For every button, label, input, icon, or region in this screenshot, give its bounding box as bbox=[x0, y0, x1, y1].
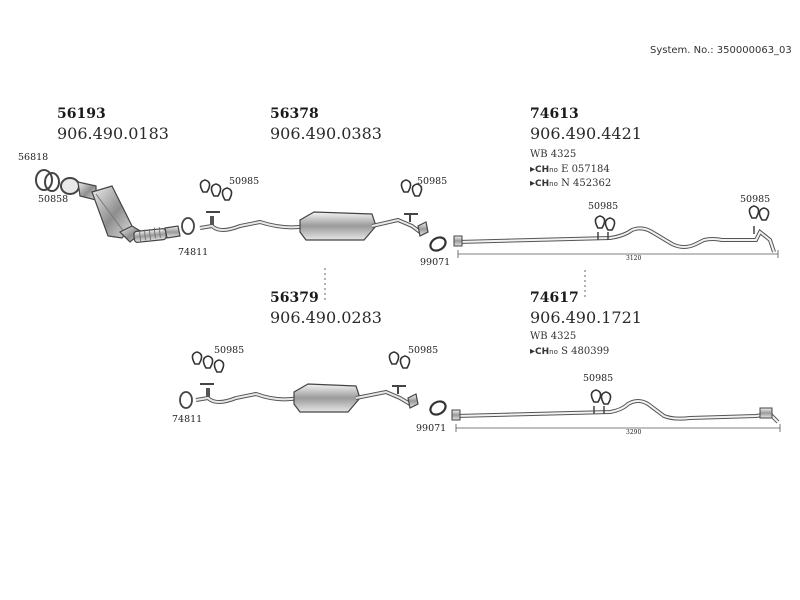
part-label-56818: 56818 bbox=[18, 152, 49, 163]
ch-no-label: no bbox=[549, 348, 558, 356]
oem-number-74613: 906.490.4421 bbox=[530, 124, 642, 143]
ch-label: CH bbox=[535, 179, 550, 189]
part-number-74617: 74617 bbox=[530, 290, 579, 306]
ch-value: E 057184 bbox=[561, 164, 610, 175]
dimension-3290: 3290 bbox=[626, 429, 642, 436]
ch-note-74613-1: ▸CHno E 057184 bbox=[530, 164, 610, 175]
part-number-56378: 56378 bbox=[270, 106, 319, 122]
middle-silencer-56379 bbox=[179, 351, 447, 416]
ch-note-74617-1: ▸CHno S 480399 bbox=[530, 346, 610, 357]
part-label-50985-bottom-right: 50985 bbox=[408, 345, 439, 356]
part-label-50985-tail-right: 50985 bbox=[740, 194, 771, 205]
wb-74613: WB 4325 bbox=[530, 149, 577, 160]
ch-note-74613-2: ▸CHno N 452362 bbox=[530, 178, 612, 189]
ch-label: CH bbox=[535, 347, 550, 357]
part-label-50985-tail-left: 50985 bbox=[588, 201, 619, 212]
part-label-50858: 50858 bbox=[38, 194, 69, 205]
part-number-56193: 56193 bbox=[57, 106, 106, 122]
system-number: System. No.: 350000063_03 bbox=[650, 45, 792, 56]
oem-number-56193: 906.490.0183 bbox=[57, 124, 169, 143]
part-label-50985-bottom-left: 50985 bbox=[214, 345, 245, 356]
part-number-74613: 74613 bbox=[530, 106, 579, 122]
part-label-74811-bottom: 74811 bbox=[172, 414, 203, 425]
dimension-3120: 3120 bbox=[626, 255, 642, 262]
ch-value: S 480399 bbox=[561, 346, 610, 357]
ch-no-label: no bbox=[549, 180, 558, 188]
part-label-99071-top: 99071 bbox=[420, 257, 451, 268]
ch-value: N 452362 bbox=[561, 178, 612, 189]
ch-label: CH bbox=[535, 165, 550, 175]
tail-pipe-74617 bbox=[451, 389, 781, 432]
part-label-99071-bottom: 99071 bbox=[416, 423, 447, 434]
ch-no-label: no bbox=[549, 166, 558, 174]
part-number-56379: 56379 bbox=[270, 290, 319, 306]
tail-pipe-74613 bbox=[453, 205, 779, 258]
part-label-50985-top-right: 50985 bbox=[417, 176, 448, 187]
middle-silencer-56378 bbox=[181, 179, 447, 252]
part-label-74811-top: 74811 bbox=[178, 247, 209, 258]
oem-number-56379: 906.490.0283 bbox=[270, 308, 382, 327]
oem-number-56378: 906.490.0383 bbox=[270, 124, 382, 143]
part-label-50985-tail-bottom: 50985 bbox=[583, 373, 614, 384]
wb-74617: WB 4325 bbox=[530, 331, 577, 342]
oem-number-74617: 906.490.1721 bbox=[530, 308, 642, 327]
part-label-50985-top-left: 50985 bbox=[229, 176, 260, 187]
catalytic-converter-56193 bbox=[35, 169, 181, 243]
